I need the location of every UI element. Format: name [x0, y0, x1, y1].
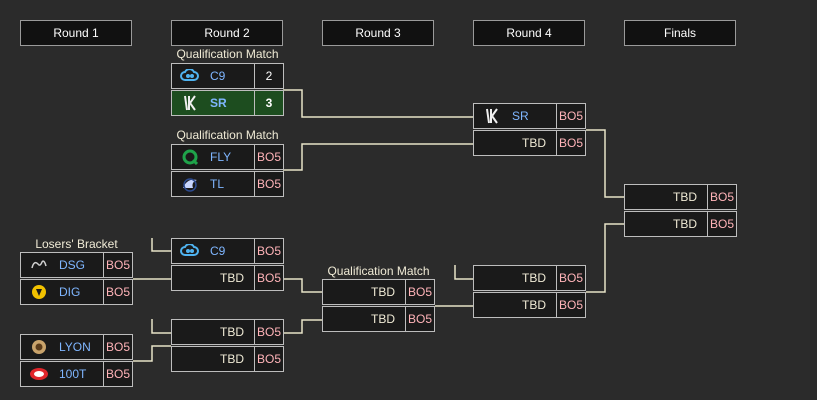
- flyquest-logo-icon: [180, 147, 200, 167]
- score: BO5: [254, 172, 283, 196]
- score: BO5: [707, 212, 736, 236]
- score: BO5: [254, 320, 283, 344]
- match-row-tbd[interactable]: TBD BO5: [171, 346, 284, 372]
- score: BO5: [254, 347, 283, 371]
- round-1-header[interactable]: Round 1: [20, 20, 132, 46]
- match-row-sr-winner[interactable]: SR 3: [171, 90, 284, 116]
- match-row-tbd[interactable]: TBD BO5: [473, 130, 586, 156]
- connector-line: [586, 223, 624, 293]
- team-name: C9: [210, 244, 226, 258]
- round-2-header[interactable]: Round 2: [171, 20, 283, 46]
- team-liquid-logo-icon: [180, 174, 200, 194]
- team-name: TBD: [371, 285, 395, 299]
- shopify-rebellion-logo-icon: [180, 93, 200, 113]
- match-row-sr[interactable]: SR BO5: [473, 103, 586, 129]
- team-name: TBD: [371, 312, 395, 326]
- team-name: TBD: [220, 271, 244, 285]
- score: BO5: [405, 307, 434, 331]
- score: BO5: [103, 362, 132, 386]
- score: BO5: [556, 266, 585, 290]
- connector-stub: [151, 238, 171, 252]
- score: 2: [254, 64, 283, 88]
- score: BO5: [556, 293, 585, 317]
- connector-line: [283, 319, 322, 334]
- team-name: TL: [210, 177, 225, 191]
- finals-header[interactable]: Finals: [624, 20, 736, 46]
- match-row-tbd[interactable]: TBD BO5: [171, 265, 284, 291]
- shopify-rebellion-logo-icon: [482, 106, 502, 126]
- team-name: FLY: [210, 150, 232, 164]
- connector-stub: [151, 319, 171, 334]
- score: BO5: [103, 335, 132, 359]
- connector-line: [283, 143, 473, 171]
- disguised-logo-icon: [29, 255, 49, 275]
- connector-line: [133, 345, 171, 362]
- match-row-tbd[interactable]: TBD BO5: [473, 292, 586, 318]
- team-name: SR: [210, 96, 227, 110]
- match-row-tbd[interactable]: TBD BO5: [171, 319, 284, 345]
- score: 3: [254, 91, 283, 115]
- team-name: TBD: [522, 136, 546, 150]
- match-row-dsg[interactable]: DSG BO5: [20, 252, 133, 278]
- lyon-logo-icon: [29, 337, 49, 357]
- team-name: C9: [210, 69, 226, 83]
- team-name: 100T: [59, 367, 87, 381]
- team-name: TBD: [673, 217, 697, 231]
- losers-bracket-label: Losers' Bracket: [35, 237, 118, 251]
- score: BO5: [405, 280, 434, 304]
- score: BO5: [254, 145, 283, 169]
- match-row-fly[interactable]: FLY BO5: [171, 144, 284, 170]
- match-row-tbd[interactable]: TBD BO5: [322, 306, 435, 332]
- match-row-lyon[interactable]: LYON BO5: [20, 334, 133, 360]
- match-row-c9[interactable]: C9 2: [171, 63, 284, 89]
- connector-line: [283, 278, 322, 293]
- match-row-c9[interactable]: C9 BO5: [171, 238, 284, 264]
- qualification-match-label: Qualification Match: [176, 128, 279, 142]
- match-row-dig[interactable]: DIG BO5: [20, 279, 133, 305]
- score: BO5: [103, 253, 132, 277]
- match-row-tbd[interactable]: TBD BO5: [624, 184, 737, 210]
- connector-line: [586, 129, 624, 198]
- team-name: TBD: [673, 190, 697, 204]
- team-name: TBD: [522, 271, 546, 285]
- dignitas-logo-icon: [29, 282, 49, 302]
- score: BO5: [103, 280, 132, 304]
- match-row-tbd[interactable]: TBD BO5: [322, 279, 435, 305]
- match-row-100t[interactable]: 100T BO5: [20, 361, 133, 387]
- match-row-tl[interactable]: TL BO5: [171, 171, 284, 197]
- connector-line: [283, 89, 473, 118]
- match-row-tbd[interactable]: TBD BO5: [473, 265, 586, 291]
- score: BO5: [254, 266, 283, 290]
- match-row-tbd[interactable]: TBD BO5: [624, 211, 737, 237]
- score: BO5: [707, 185, 736, 209]
- team-name: TBD: [220, 352, 244, 366]
- round-4-header[interactable]: Round 4: [473, 20, 585, 46]
- qualification-match-label: Qualification Match: [176, 47, 279, 61]
- team-name: TBD: [220, 325, 244, 339]
- score: BO5: [254, 239, 283, 263]
- team-name: TBD: [522, 298, 546, 312]
- cloud9-logo-icon: [180, 66, 200, 86]
- team-name: SR: [512, 109, 529, 123]
- 100-thieves-logo-icon: [29, 364, 49, 384]
- round-3-header[interactable]: Round 3: [322, 20, 434, 46]
- team-name: LYON: [59, 340, 91, 354]
- score: BO5: [556, 104, 585, 128]
- qualification-match-label: Qualification Match: [327, 264, 430, 278]
- connector-stub: [454, 265, 473, 280]
- team-name: DSG: [59, 258, 86, 272]
- team-name: DIG: [59, 285, 81, 299]
- score: BO5: [556, 131, 585, 155]
- cloud9-logo-icon: [180, 241, 200, 261]
